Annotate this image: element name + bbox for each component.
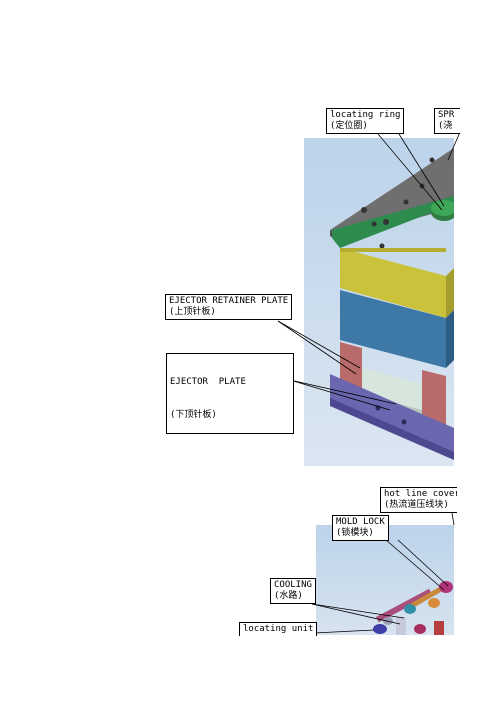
callout-label-zh: (热流道压线块) [384, 500, 449, 510]
callout-label-en: EJECTOR PLATE [170, 377, 246, 387]
callout-label-en: EJECTOR RETAINER PLATE [169, 296, 289, 306]
mold-components-figure [316, 525, 454, 635]
callout-label-zh: (水路) [274, 591, 303, 601]
callout-hot-line-cover: hot line cover (热流道压线块) [380, 487, 457, 513]
mold-assembly-figure [304, 138, 454, 466]
callout-label-zh: (上顶针板) [169, 307, 216, 317]
callout-cooling: COOLING (水路) [270, 578, 316, 604]
callout-label-zh: (锁模块) [336, 528, 374, 538]
callout-ejector-retainer-plate: EJECTOR RETAINER PLATE (上顶针板) [165, 294, 293, 320]
callout-label-en: hot line cover [384, 489, 457, 499]
callout-locating-unit: locating unit [239, 622, 318, 636]
callout-locating-ring: locating ring (定位圈) [326, 108, 405, 134]
callout-label-zh: (浇 [438, 121, 453, 131]
callout-label-en: locating ring [330, 110, 401, 120]
callout-label-en: SPR [438, 110, 455, 120]
callout-ejector-plate: EJECTOR PLATE (下顶针板) [166, 353, 294, 434]
callout-sprue: SPR (浇 [434, 108, 460, 134]
callout-mold-lock: MOLD LOCK (锁模块) [332, 515, 389, 541]
callout-label-en: COOLING [274, 580, 312, 590]
callout-label-en: MOLD LOCK [336, 517, 385, 527]
callout-label-zh: (下顶针板) [170, 410, 217, 420]
callout-label-zh: (定位圈) [330, 121, 368, 131]
callout-label-en: locating unit [243, 624, 314, 634]
